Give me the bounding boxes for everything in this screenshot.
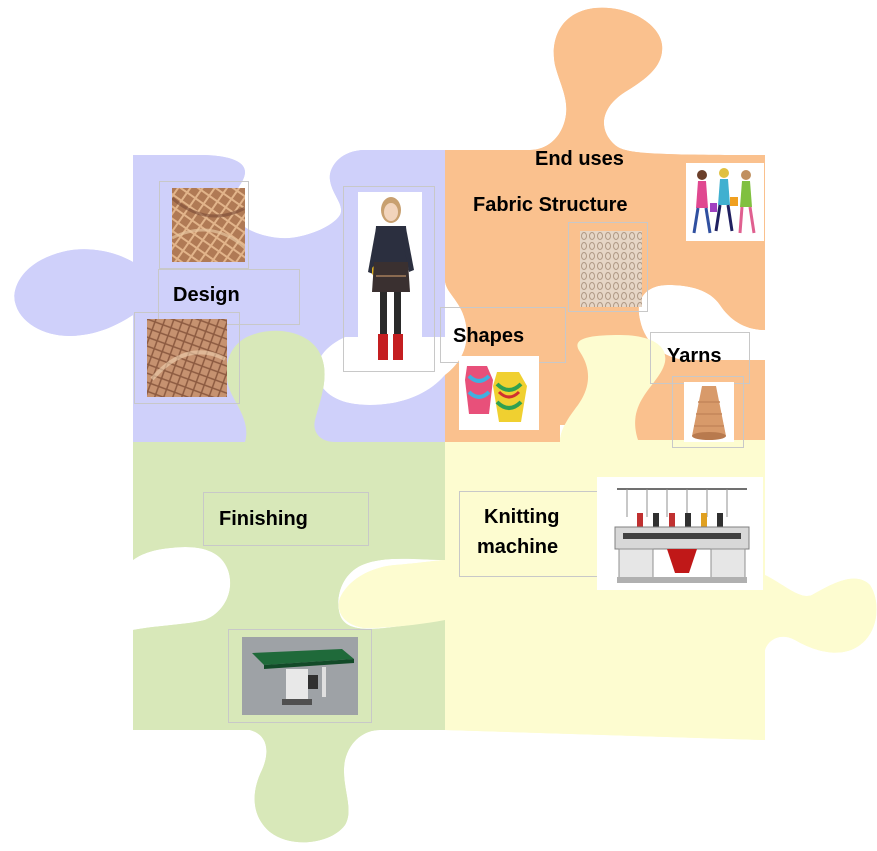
piece-outlines [14, 8, 876, 843]
knitting-label-line1: Knitting [484, 506, 560, 529]
knitted-shapes-image [459, 356, 539, 430]
yarn-cone-icon [684, 382, 734, 442]
patterned-fabric-icon [147, 319, 227, 397]
fabric-structure-label: Fabric Structure [473, 194, 627, 217]
knitting-machine-image [597, 477, 763, 590]
lace-fabric-icon [580, 231, 642, 307]
pressing-table-icon [242, 637, 358, 715]
shopping-women-image [686, 163, 764, 241]
fashion-model-image [358, 192, 422, 366]
knitted-shapes-icon [459, 356, 539, 430]
lace-fabric-image [580, 231, 642, 307]
yarns-label: Yarns [667, 345, 721, 368]
design-label: Design [173, 284, 240, 307]
yarn-cone-image [684, 382, 734, 442]
shopping-women-icon [686, 163, 764, 241]
woven-fabric-image [172, 188, 245, 262]
patterned-fabric-image [147, 319, 227, 397]
knitting-label-line2: machine [477, 536, 558, 559]
fashion-model-icon [358, 192, 422, 366]
knitting-label-frame [459, 491, 599, 577]
pressing-table-image [242, 637, 358, 715]
knitting-machine-icon [597, 477, 763, 590]
woven-fabric-icon [172, 188, 245, 262]
shapes-label: Shapes [453, 325, 524, 348]
end-uses-label: End uses [535, 148, 624, 171]
finishing-label: Finishing [219, 508, 308, 531]
